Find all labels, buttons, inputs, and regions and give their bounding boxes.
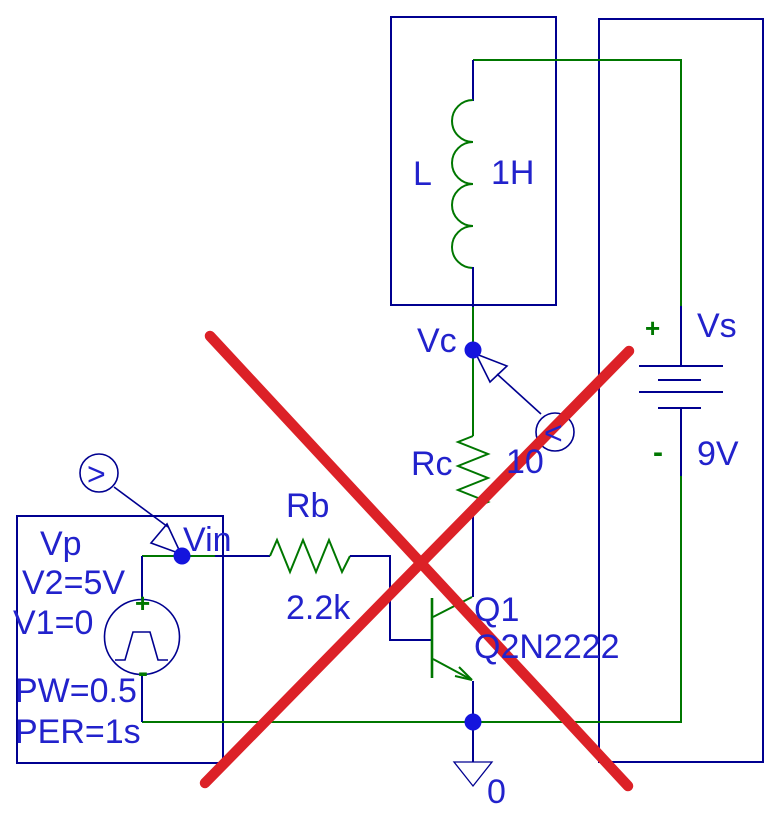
vs-value-label: 9V <box>697 435 739 473</box>
node-vin-label: Vin <box>183 521 232 559</box>
ground-node-label: 0 <box>487 773 506 811</box>
wire-ground-rail <box>142 475 682 723</box>
battery-symbol <box>639 306 723 476</box>
vp-ref-label: Vp <box>40 525 82 563</box>
inductor-symbol <box>451 60 474 307</box>
vp-pw-label: PW=0.5 <box>15 672 137 710</box>
inductor-ref-label: L <box>413 155 432 193</box>
vs-minus-label: - <box>653 436 663 469</box>
rb-ref-label: Rb <box>286 487 329 525</box>
vp-v2-label: V2=5V <box>22 564 125 602</box>
rc-value-label: 10 <box>506 443 544 481</box>
junction-dot-emitter <box>464 713 482 731</box>
vp-v1-label: V1=0 <box>13 604 93 642</box>
section-box-source <box>598 18 764 763</box>
rb-value-label: 2.2k <box>286 589 351 627</box>
node-vc-label: Vc <box>417 322 457 360</box>
vc-probe-glyph: < <box>544 415 563 451</box>
pulse-source-symbol <box>103 556 181 722</box>
vin-probe-glyph: > <box>87 456 106 492</box>
wire-top-loop <box>473 59 682 306</box>
vp-plus-label: + <box>135 588 150 618</box>
vs-plus-label: + <box>645 313 660 343</box>
transistor-symbol <box>430 596 474 716</box>
probe-marker-vc <box>474 352 575 452</box>
red-cross-out <box>199 330 635 792</box>
probe-marker-vin <box>79 453 183 556</box>
vs-ref-label: Vs <box>697 307 737 345</box>
vp-per-label: PER=1s <box>15 713 141 751</box>
transistor-ref-label: Q1 <box>474 591 519 629</box>
section-box-pulse <box>16 515 224 764</box>
vp-minus-label: - <box>138 656 148 689</box>
junction-dot-vin <box>173 547 191 565</box>
transistor-model-label: Q2N2222 <box>474 628 620 666</box>
inductor-value-label: 1H <box>491 154 534 192</box>
junction-dot-vc <box>464 341 482 359</box>
rc-ref-label: Rc <box>411 445 453 483</box>
